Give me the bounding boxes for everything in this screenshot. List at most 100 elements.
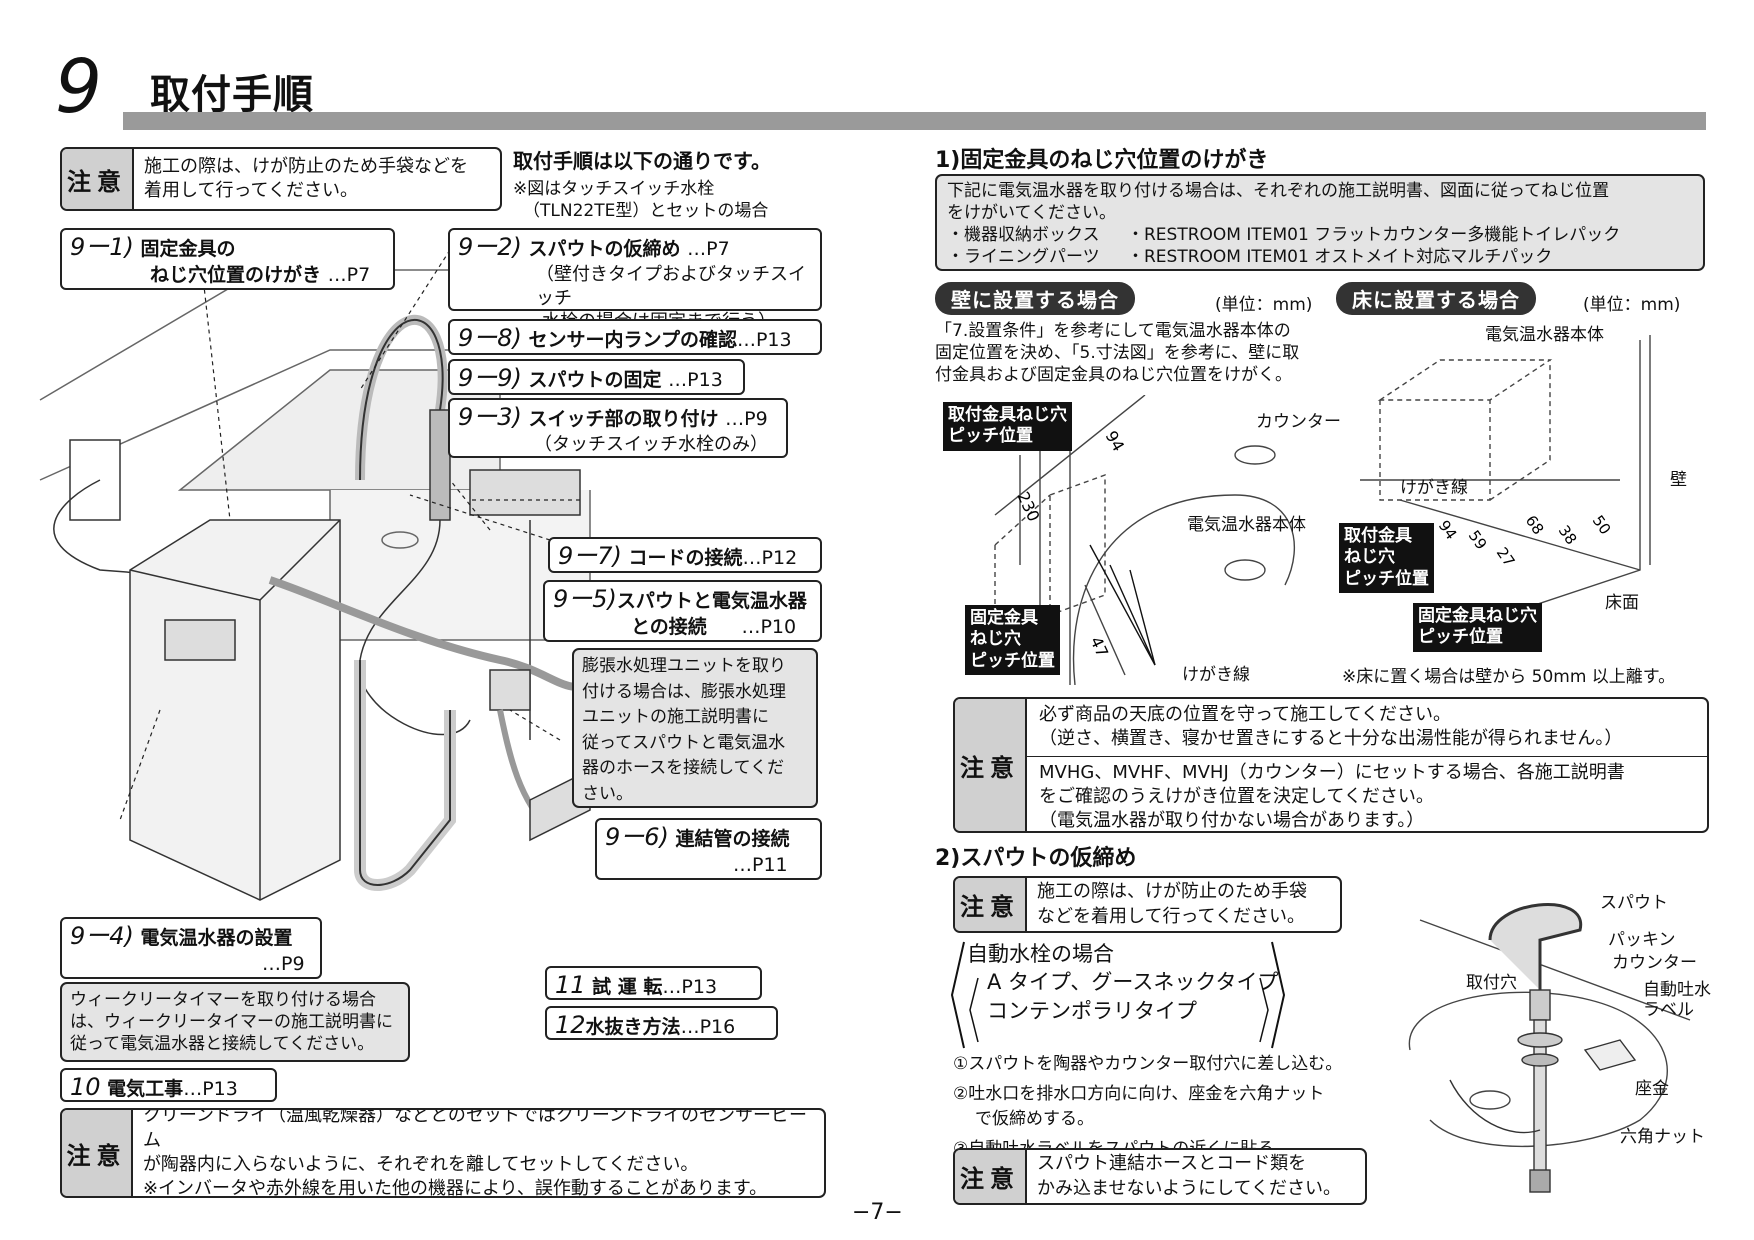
body-label: 電気温水器本体 xyxy=(1187,515,1306,535)
floor-dim: 68 xyxy=(1522,512,1548,538)
caution-hose: 注意 スパウト連結ホースとコード類を かみ込ませないようにしてください。 xyxy=(953,1148,1367,1205)
section-title-1: 1)固定金具のねじ穴位置のけがき xyxy=(935,148,1269,173)
auto-faucet-block: 自動水栓の場合 A タイプ、グースネックタイプ コンテンポラリタイプ xyxy=(953,940,1279,1025)
step-page: …P7 xyxy=(327,264,371,287)
caution-line: （逆さ、横置き、寝かせ置きにすると十分な出湯性能が得られません。） xyxy=(1039,728,1623,750)
info-line: 下記に電気温水器を取り付ける場合は、それぞれの施工説明書、図面に従ってねじ位置 xyxy=(947,181,1610,201)
step-9-3: 9ー3) スイッチ部の取り付け …P9 （タッチスイッチ水栓のみ） xyxy=(448,398,788,458)
note-line: 従ってスパウトと電気温水 xyxy=(582,732,786,753)
step-title: 電気工事 xyxy=(107,1078,184,1100)
step-page: …P10 xyxy=(741,616,797,639)
floor-dim: 50 xyxy=(1589,512,1615,538)
step-9-8: 9ー8) センサー内ランプの確認…P13 xyxy=(448,319,822,355)
note-line: 膨張水処理ユニットを取り xyxy=(582,656,786,676)
floor-dim: 38 xyxy=(1555,522,1581,548)
step-title: センサー内ランプの確認 xyxy=(528,329,737,351)
step-9-9: 9ー9) スパウトの固定 …P13 xyxy=(448,359,745,395)
note-expansion-unit: 膨張水処理ユニットを取り 付ける場合は、膨張水処理 ユニットの施工説明書に 従っ… xyxy=(572,648,818,808)
caution-orientation: 注意 必ず商品の天底の位置を守って施工してください。 （逆さ、横置き、寝かせ置き… xyxy=(953,697,1709,833)
step-page: …P13 xyxy=(183,1078,238,1100)
step-number: 11 xyxy=(555,971,586,999)
caution-label: 注意 xyxy=(955,699,1027,831)
step-page: …P13 xyxy=(668,369,723,391)
info-line: をけがいてください。 xyxy=(947,203,1116,224)
caution-line: などを着用して行ってください。 xyxy=(1037,905,1306,927)
unit-label: (単位：mm) xyxy=(1215,295,1313,315)
page-number: −7− xyxy=(852,1200,903,1225)
caution-line: （電気温水器が取り付かない場合があります。） xyxy=(1039,810,1425,832)
note-line: ウィークリータイマーを取り付ける場合 xyxy=(70,990,376,1010)
procedure-list: ①スパウトを陶器やカウンター取付穴に差し込む。 ②吐水口を排水口方向に向け、座金… xyxy=(953,1052,1342,1162)
floor-fix-pitch-label: 固定金具ねじ穴 ピッチ位置 xyxy=(1413,603,1542,652)
label-line: 取付金具 xyxy=(1344,526,1412,546)
auto-line: コンテンポラリタイプ xyxy=(987,998,1197,1023)
label-line: ピッチ位置 xyxy=(1418,627,1503,648)
caution-clean-dry: 注意 クリーンドライ（温風乾燥器）などとのセットではクリーンドライのセンサービー… xyxy=(60,1108,826,1198)
info-item: ・ライニングパーツ xyxy=(947,247,1100,268)
floor-scribe-label: けがき線 xyxy=(1400,478,1468,498)
caution-label: 注意 xyxy=(955,1150,1027,1203)
step-title: 電気温水器の設置 xyxy=(140,927,293,949)
note-line: は、ウィークリータイマーの施工説明書に xyxy=(70,1012,393,1033)
step-9-4: 9ー4) 電気温水器の設置 …P9 xyxy=(60,917,322,979)
step-9-6: 9ー6) 連結管の接続 …P11 xyxy=(595,818,822,880)
info-box: 下記に電気温水器を取り付ける場合は、それぞれの施工説明書、図面に従ってねじ位置 … xyxy=(935,174,1705,271)
procedure-step: で仮締めする。 xyxy=(975,1109,1094,1129)
floor-body-label: 電気温水器本体 xyxy=(1485,325,1604,345)
unit-label: (単位：mm) xyxy=(1583,295,1681,315)
label-line: 固定金具 xyxy=(970,608,1038,628)
caution-line: 施工の際は、けが防止のため手袋 xyxy=(1037,881,1307,903)
floor-dim: 94 xyxy=(1435,517,1461,543)
scribe-line-label: けがき線 xyxy=(1182,665,1250,685)
step-number: 9ー1) xyxy=(70,233,134,261)
info-item: ・RESTROOM ITEM01 オストメイト対応マルチパック xyxy=(1127,247,1553,268)
info-item: ・機器収納ボックス xyxy=(947,225,1100,246)
washer-label: 座金 xyxy=(1635,1079,1669,1099)
step-number: 9ー9) xyxy=(458,364,522,392)
wall-desc: 「7.設置条件」を参考にして電気温水器本体の 固定位置を決め、「5.寸法図」を参… xyxy=(935,320,1299,386)
label-line: ピッチ位置 xyxy=(1344,568,1429,589)
step-page: …P9 xyxy=(725,408,768,430)
label-line: ピッチ位置 xyxy=(970,650,1055,671)
auto-line: 自動水栓の場合 xyxy=(967,942,1114,966)
dim-230: 230 xyxy=(1013,489,1043,525)
caution-gloves-2: 注意 施工の際は、けが防止のため手袋 などを着用して行ってください。 xyxy=(953,876,1342,933)
desc-line: 付金具および固定金具のねじ穴位置をけがく。 xyxy=(935,365,1292,386)
step-title: スイッチ部の取り付け xyxy=(528,408,719,430)
caution-line: かみ込ませないようにしてください。 xyxy=(1037,1177,1342,1199)
step-page: …P7 xyxy=(687,238,730,260)
caution-line: スパウト連結ホースとコード類を xyxy=(1037,1153,1307,1175)
caution-line: 必ず商品の天底の位置を守って施工してください。 xyxy=(1039,704,1452,725)
step-9-1: 9ー1) 固定金具の ねじ穴位置のけがき …P7 xyxy=(60,228,395,290)
hex-nut-label: 六角ナット xyxy=(1620,1127,1705,1147)
intro-note: （TLN22TE型）とセットの場合 xyxy=(523,201,769,221)
mounting-hole-label: 取付穴 xyxy=(1466,973,1517,993)
step-page: …P12 xyxy=(742,547,798,569)
caution-line: が陶器内に入らないように、それぞれを離してセットしてください。 xyxy=(142,1154,699,1175)
spout-diagram xyxy=(1408,903,1691,1193)
spout-label: スパウト xyxy=(1600,893,1668,913)
label-line: ねじ穴 xyxy=(1344,547,1395,568)
step-page: …P11 xyxy=(733,854,788,877)
caution-line: 施工の際は、けが防止のため手袋などを xyxy=(144,155,468,177)
note-weekly-timer: ウィークリータイマーを取り付ける場合 は、ウィークリータイマーの施工説明書に 従… xyxy=(60,982,410,1062)
caution-label: 注意 xyxy=(62,1110,133,1196)
label-line: 取付金具ねじ穴 xyxy=(948,405,1067,425)
floor-install-pill: 床に設置する場合 xyxy=(1336,282,1536,315)
step-sub: （壁付きタイプおよびタッチスイッチ xyxy=(536,264,806,309)
desc-line: 固定位置を決め、「5.寸法図」を参考に、壁に取 xyxy=(935,343,1300,364)
step-9-7: 9ー7) コードの接続…P12 xyxy=(548,537,822,573)
step-title: ねじ穴位置のけがき xyxy=(150,264,322,287)
caution-line: MVHG、MVHF、MVHJ（カウンター）にセットする場合、各施工説明書 xyxy=(1039,761,1625,783)
wall-install-pill: 壁に設置する場合 xyxy=(935,282,1135,315)
step-number: 9ー8) xyxy=(458,324,522,352)
step-title: コードの接続 xyxy=(628,547,743,569)
note-line: 付ける場合は、膨張水処理 xyxy=(582,681,786,702)
caution-line: クリーンドライ（温風乾燥器）などとのセットではクリーンドライのセンサービーム xyxy=(142,1108,807,1151)
step-title: 連結管の接続 xyxy=(675,828,790,850)
label-line: ねじ穴 xyxy=(970,629,1021,650)
step-page: …P16 xyxy=(680,1016,736,1038)
step-number: 9ー4) xyxy=(70,922,134,950)
wall-fix-pitch-label: 固定金具 ねじ穴 ピッチ位置 xyxy=(965,605,1060,675)
caution-label: 注意 xyxy=(955,878,1027,931)
